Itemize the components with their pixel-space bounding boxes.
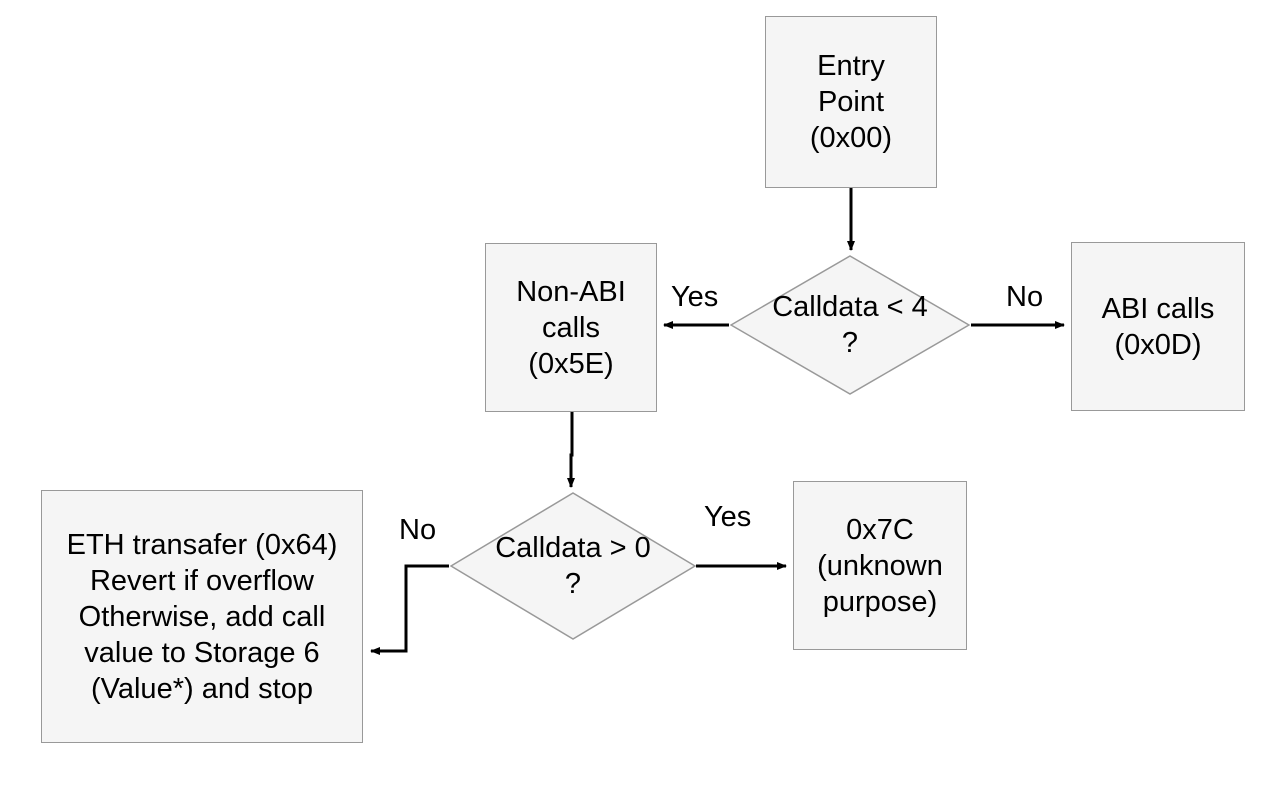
diamond-shape-calldata-lt-4 (730, 255, 970, 395)
node-calldata-lt-4-label: Calldata < 4 ? (772, 291, 928, 359)
edge-label-calldata4-yes: Yes (671, 281, 719, 313)
node-unknown-purpose-label: 0x7C (unknown purpose) (817, 513, 943, 618)
edge-calldata0-no-to-eth (370, 564, 449, 655)
node-calldata-gt-0-label: Calldata > 0 ? (495, 532, 651, 600)
diamond-shape-calldata-gt-0 (450, 492, 696, 640)
node-calldata-gt-0[interactable]: Calldata > 0 ? (450, 492, 696, 640)
edge-label-calldata4-no: No (1006, 281, 1044, 313)
node-calldata-lt-4[interactable]: Calldata < 4 ? (730, 255, 970, 395)
edge-nonabi-to-calldata0 (567, 412, 575, 488)
node-non-abi-calls-label: Non-ABI calls (0x5E) (516, 275, 626, 380)
node-eth-transfer-label: ETH transafer (0x64) Revert if overflow … (66, 528, 338, 705)
node-entry-point[interactable]: Entry Point (0x00) (765, 16, 937, 188)
node-abi-calls-label: ABI calls (0x0D) (1101, 292, 1215, 361)
edge-label-calldata0-no: No (399, 514, 437, 546)
node-non-abi-calls[interactable]: Non-ABI calls (0x5E) (485, 243, 657, 412)
node-entry-point-label: Entry Point (0x00) (809, 50, 893, 154)
edge-label-calldata0-yes: Yes (704, 501, 752, 533)
node-abi-calls[interactable]: ABI calls (0x0D) (1071, 242, 1245, 411)
node-unknown-purpose[interactable]: 0x7C (unknown purpose) (793, 481, 967, 650)
node-eth-transfer[interactable]: ETH transafer (0x64) Revert if overflow … (41, 490, 363, 743)
